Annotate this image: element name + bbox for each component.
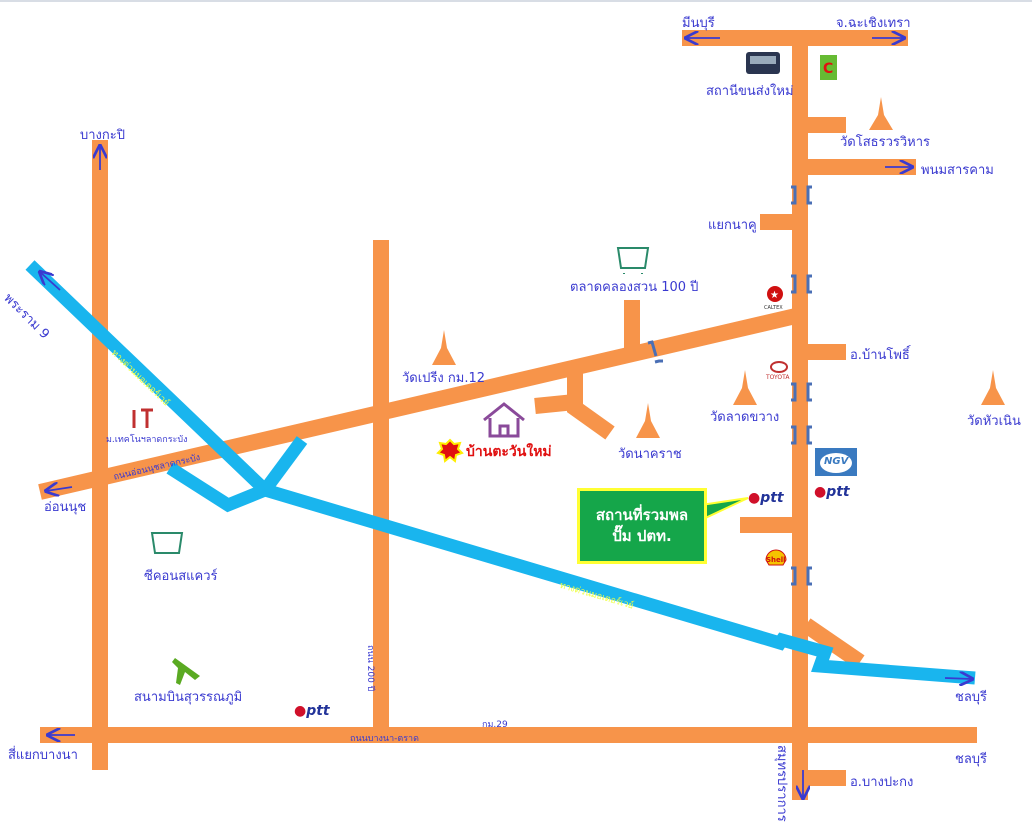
temple-icons (432, 97, 1005, 438)
ptt-logo: ●ptt (294, 703, 330, 719)
temple-icon (733, 370, 757, 405)
expressway (25, 260, 976, 685)
label-seacon: ซีคอนสแควร์ (144, 569, 218, 584)
label-wat-preng: วัดเปรีง กม.12 (402, 371, 486, 386)
ngv-icon (815, 448, 857, 476)
svg-text:C: C (823, 61, 833, 77)
callout-line1: สถานที่รวมพล (595, 506, 689, 524)
top-border (0, 0, 1032, 2)
label-phanom: พนมสารคาม (921, 163, 994, 178)
plane-icon (172, 658, 200, 685)
svg-text:★: ★ (770, 290, 779, 301)
star-icon (436, 438, 464, 463)
road-soi (567, 368, 615, 440)
ptt-logo: ●ptt (748, 490, 784, 506)
label-chonburi: ชลบุรี (955, 752, 988, 767)
label-bangna-road: ถนนบางนา-ตราด (350, 734, 419, 744)
label-airport: สนามบินสุวรรณภูมิ (134, 690, 243, 705)
caltex-icon: ★ (767, 286, 783, 302)
bigc-icon: C (820, 55, 837, 80)
arrows (40, 38, 972, 798)
label-ban-pho: อ.บ้านโพธิ์ (850, 348, 910, 363)
label-bus-station: สถานีขนส่งใหม่ (706, 84, 794, 99)
temple-icon (432, 330, 456, 365)
road-soi (534, 394, 576, 414)
shell-label: Shell (766, 556, 786, 564)
label-yaek-nakhu: แยกนาคู (708, 218, 757, 233)
road-diag (801, 618, 865, 669)
ngv-label: NGV (824, 456, 849, 467)
bus-icon (746, 52, 780, 74)
label-home: บ้านตะวันใหม่ (466, 444, 552, 460)
callout-pointer (700, 497, 749, 522)
cart-icon (616, 247, 650, 274)
callout-line2: ปั๊ม ปตท. (612, 527, 672, 545)
tools-icon (132, 408, 153, 428)
cart-icon (150, 532, 184, 554)
label-bangna: สี่แยกบางนา (8, 748, 78, 763)
road-onnut (38, 307, 802, 500)
label-samutprakan: สมุทรปราการ (774, 745, 789, 822)
label-wat-nakarat: วัดนาคราช (618, 447, 682, 462)
label-bang-pakong: อ.บางปะกง (850, 775, 914, 790)
toyota-label: TOYOTA (766, 374, 790, 381)
bridges (647, 185, 812, 586)
roads (38, 30, 977, 800)
label-road200: ถนน 200 ปี (365, 645, 375, 692)
shell-icon (765, 549, 787, 566)
label-wat-huanoen: วัดหัวเนิน (967, 414, 1021, 429)
caltex-label: CALTEX (764, 305, 783, 311)
temple-icon (869, 97, 893, 130)
meeting-point-callout: สถานที่รวมพลปั๊ม ปตท. (577, 488, 707, 564)
label-kmitl: ม.เทคโนฯลาดกระบัง (106, 435, 188, 445)
label-minburi: มีนบุรี (682, 16, 715, 31)
house-icon (483, 402, 525, 438)
label-km29: กม.29 (482, 720, 508, 730)
ptt-logo: ●ptt (814, 484, 850, 500)
label-bangkapi: บางกะปิ (80, 128, 126, 143)
label-chachoengsao: จ.ฉะเชิงเทรา (836, 16, 911, 31)
label-chonburi: ชลบุรี (955, 690, 988, 705)
toyota-icon (770, 361, 788, 373)
temple-icon (981, 370, 1005, 405)
label-onnut: อ่อนนุช (44, 500, 87, 515)
label-wat-sothon: วัดโสธรวรวิหาร (840, 135, 931, 150)
label-market: ตลาดคลองสวน 100 ปี (570, 280, 699, 295)
temple-icon (636, 403, 660, 438)
label-wat-ladkhwang: วัดลาดขวาง (710, 410, 780, 425)
